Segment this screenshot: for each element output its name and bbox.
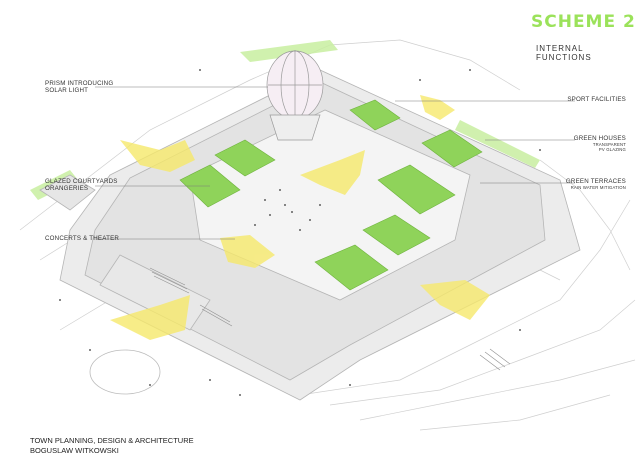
label-greenhouses-sub-2: PV GLAZING <box>598 147 626 152</box>
label-prism: PRISM INTRODUCING SOLAR LIGHT <box>45 80 113 94</box>
label-terraces-main: GREEN TERRACES <box>565 178 626 185</box>
label-greenhouses-sub-1: TRANSPARENT <box>592 142 626 147</box>
flow-arrows <box>110 95 490 340</box>
label-greenhouses-main: GREEN HOUSES <box>573 135 626 142</box>
label-concerts: CONCERTS & THEATER <box>45 235 120 242</box>
prism-dome <box>266 50 324 141</box>
oval-plaza <box>89 349 161 395</box>
stairs <box>149 267 511 371</box>
label-prism-line-2: SOLAR LIGHT <box>45 87 89 94</box>
credits-line-2: BOGUSLAW WITKOWSKI <box>30 446 119 455</box>
label-terraces: GREEN TERRACES RAIN WATER MITIGATION <box>566 178 626 190</box>
scheme-title: SCHEME 2 <box>531 12 636 32</box>
people-dots <box>59 69 541 396</box>
label-terraces-sub-1: RAIN WATER MITIGATION <box>570 185 626 190</box>
credits: TOWN PLANNING, DESIGN & ARCHITECTURE BOG… <box>30 436 194 456</box>
label-prism-line-1: PRISM INTRODUCING <box>45 80 114 87</box>
label-courtyards: GLAZED COURTYARDS ORANGERIES <box>45 178 118 192</box>
scheme-subtitle: INTERNAL FUNCTIONS <box>536 44 592 62</box>
label-greenhouses: GREEN HOUSES TRANSPARENT PV GLAZING <box>574 135 626 152</box>
leader-lines <box>95 86 575 240</box>
credits-line-1: TOWN PLANNING, DESIGN & ARCHITECTURE <box>30 436 194 445</box>
label-courtyards-line-2: ORANGERIES <box>45 185 89 192</box>
label-courtyards-line-1: GLAZED COURTYARDS <box>45 178 118 185</box>
label-sport: SPORT FACILITIES <box>567 96 626 103</box>
